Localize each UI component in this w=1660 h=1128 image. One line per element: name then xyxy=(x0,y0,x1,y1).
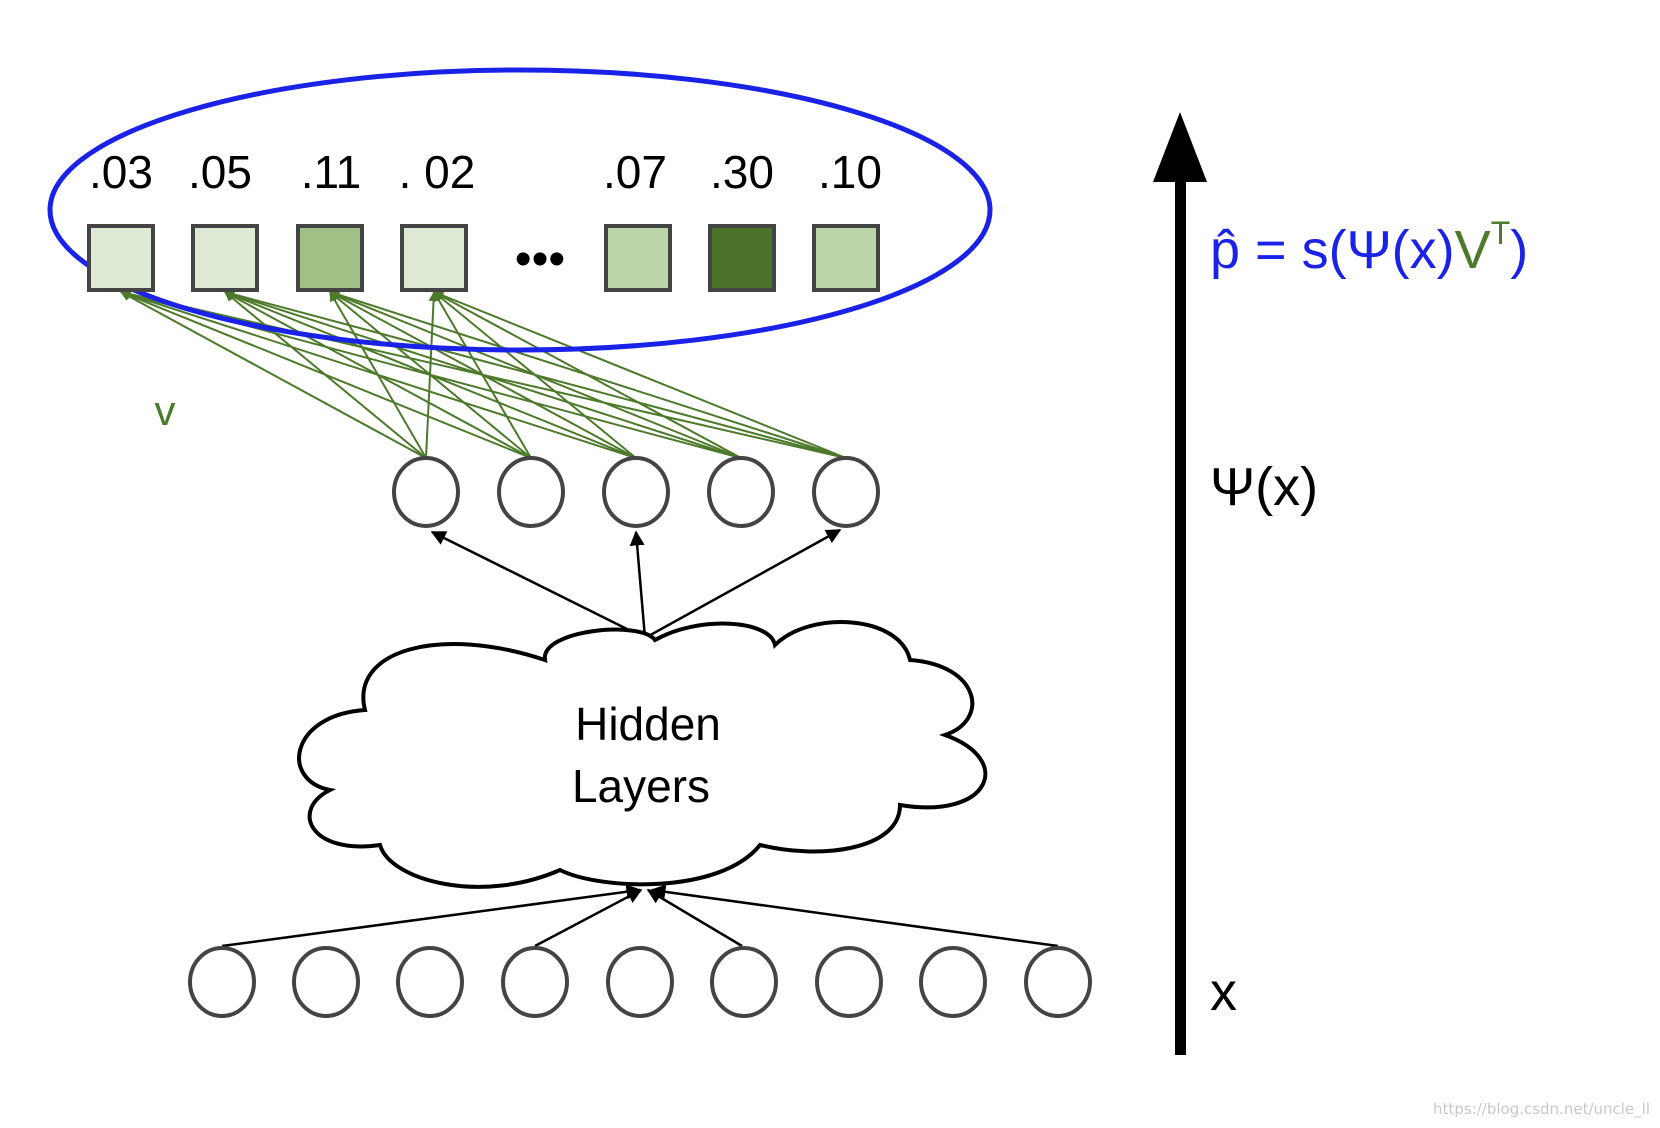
cloud-arrow-center xyxy=(629,530,647,639)
vertical-arrow-shaft xyxy=(1175,175,1186,1055)
input-node-3 xyxy=(396,946,464,1018)
input-node-4 xyxy=(501,946,569,1018)
embedding-node-5 xyxy=(812,456,880,528)
input-node-6 xyxy=(710,946,778,1018)
embedding-node-2 xyxy=(497,456,565,528)
score-label-1: .03 xyxy=(89,146,153,198)
cloud-arrow-right xyxy=(644,528,842,640)
weight-line-n1-o1 xyxy=(120,291,427,459)
formula-p-hat: p̂ xyxy=(1210,220,1240,280)
formula: p̂ = s(Ψ(x)VT) xyxy=(1210,215,1528,280)
input-node-9 xyxy=(1024,946,1092,1018)
softmax-weight-connections xyxy=(120,289,847,459)
weight-line-n2-o1 xyxy=(120,290,532,459)
embedding-nodes xyxy=(392,456,880,528)
hidden-layers-label-line2: Layers xyxy=(572,760,710,812)
score-label-7: .10 xyxy=(818,146,882,198)
embedding-node-3 xyxy=(602,456,670,528)
weight-line-n3-o1 xyxy=(120,290,637,459)
score-label-6: .30 xyxy=(710,146,774,198)
cloud-arrow-left xyxy=(430,530,646,640)
formula-v: V xyxy=(1455,220,1491,280)
psi-label: Ψ(x) xyxy=(1210,457,1318,517)
input-node-7 xyxy=(815,946,883,1018)
score-label-2: .05 xyxy=(188,146,252,198)
input-x-label: x xyxy=(1210,962,1237,1022)
input-arrow-2 xyxy=(534,888,643,948)
output-box-7 xyxy=(812,224,880,292)
embedding-node-4 xyxy=(707,456,775,528)
output-box-1 xyxy=(87,224,155,292)
input-node-1 xyxy=(188,946,256,1018)
output-box-4 xyxy=(400,224,468,292)
hidden-layers-cloud xyxy=(297,620,988,889)
weight-line-n5-o1 xyxy=(120,289,847,459)
score-label-3: .11 xyxy=(301,146,362,198)
weight-line-n5-o3 xyxy=(329,289,847,459)
input-node-8 xyxy=(919,946,987,1018)
weights-label: v xyxy=(155,387,176,434)
cloud-to-embedding-arrows xyxy=(430,528,842,640)
score-label-5: .07 xyxy=(603,146,667,198)
input-nodes xyxy=(188,946,1092,1018)
hidden-layers-label-line1: Hidden xyxy=(575,698,721,750)
input-arrow-4 xyxy=(650,884,1059,948)
output-boxes xyxy=(87,224,880,292)
formula-superscript: T xyxy=(1491,215,1511,251)
input-arrow-1 xyxy=(221,884,642,948)
input-node-5 xyxy=(606,946,674,1018)
input-to-cloud-arrows xyxy=(221,884,1059,948)
weight-line-n5-o4 xyxy=(433,290,847,459)
formula-body: = s(Ψ(x) xyxy=(1240,220,1455,280)
weight-line-n5-o2 xyxy=(224,289,847,459)
output-box-5 xyxy=(604,224,672,292)
score-label-4: . 02 xyxy=(399,146,476,198)
formula-close: ) xyxy=(1510,220,1528,280)
output-box-6 xyxy=(708,224,776,292)
embedding-node-1 xyxy=(392,456,460,528)
output-ellipse xyxy=(47,67,993,353)
ellipsis-dots: ••• xyxy=(515,233,565,286)
input-arrow-3 xyxy=(646,888,743,948)
output-box-2 xyxy=(191,224,259,292)
output-box-3 xyxy=(296,224,364,292)
vertical-arrow-head xyxy=(1153,112,1207,182)
watermark: https://blog.csdn.net/uncle_ll xyxy=(1433,1100,1650,1118)
input-node-2 xyxy=(292,946,360,1018)
